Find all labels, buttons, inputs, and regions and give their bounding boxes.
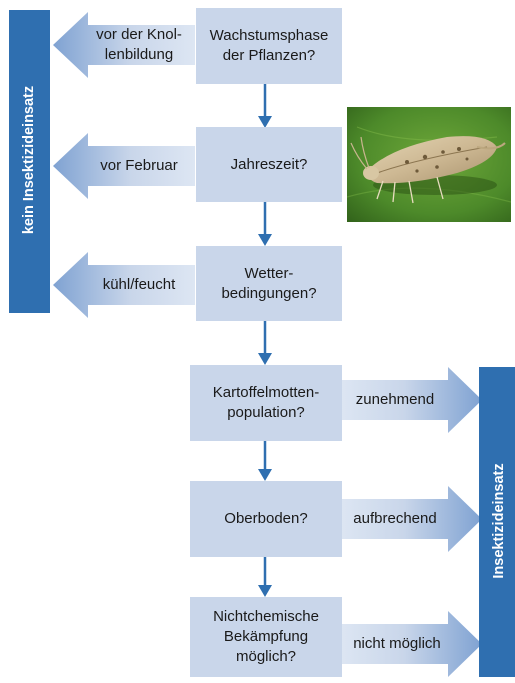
arrow-label-not-possible: nicht möglich [342, 624, 452, 664]
arrow-label-breaking-up: aufbrechend [342, 499, 448, 539]
insecticide-label: Insektizideinsatz [491, 431, 507, 611]
connector-2-head [258, 234, 272, 246]
arrow-label-cool-humid: kühl/feucht [84, 265, 194, 305]
question-nonchemical-control: Nichtchemische Bekämpfung möglich? [190, 597, 342, 677]
question-weather: Wetter- bedingungen? [196, 246, 342, 321]
question-season: Jahreszeit? [196, 127, 342, 202]
connector-5-head [258, 585, 272, 597]
moth-photo [347, 107, 511, 222]
connector-3-head [258, 353, 272, 365]
arrow-label-increasing: zunehmend [342, 380, 448, 420]
arrow-label-before-tuber-formation: vor der Knol- lenbildung [84, 25, 194, 65]
arrow-label-before-february: vor Februar [84, 146, 194, 186]
question-topsoil: Oberboden? [190, 481, 342, 557]
question-moth-population: Kartoffelmotten- population? [190, 365, 342, 441]
connector-4-head [258, 469, 272, 481]
no-insecticide-label: kein Insektizideinsatz [21, 70, 37, 250]
question-growth-phase: Wachstumsphase der Pflanzen? [196, 8, 342, 84]
